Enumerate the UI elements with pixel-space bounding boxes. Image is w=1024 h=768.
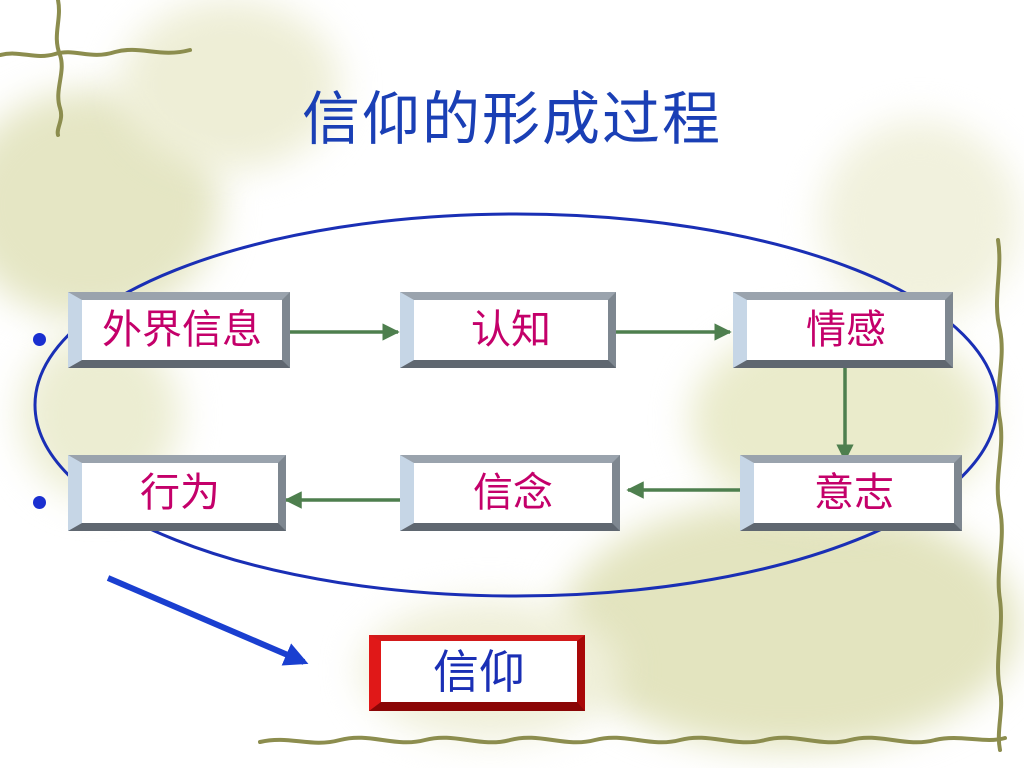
node-behavior: 行为 <box>68 455 286 531</box>
result-label: 信仰 <box>433 644 525 699</box>
bullet-icon <box>33 333 46 346</box>
node-cognition-label: 认知 <box>471 307 551 353</box>
node-cognition: 认知 <box>400 292 616 368</box>
node-behavior-label: 行为 <box>140 470 220 516</box>
arrow-to-result <box>106 575 309 666</box>
bullet-icon <box>33 496 46 509</box>
node-emotion-label: 情感 <box>806 307 886 353</box>
node-belief-label: 信念 <box>473 470 553 516</box>
node-external-label: 外界信息 <box>102 307 262 353</box>
node-belief: 信念 <box>400 455 620 531</box>
result-box: 信仰 <box>369 635 585 711</box>
node-will-label: 意志 <box>814 470 894 516</box>
cycle-ellipse <box>33 212 999 598</box>
node-emotion: 情感 <box>733 292 953 368</box>
node-will: 意志 <box>740 455 962 531</box>
node-external: 外界信息 <box>68 292 290 368</box>
page-title: 信仰的形成过程 <box>301 85 722 153</box>
